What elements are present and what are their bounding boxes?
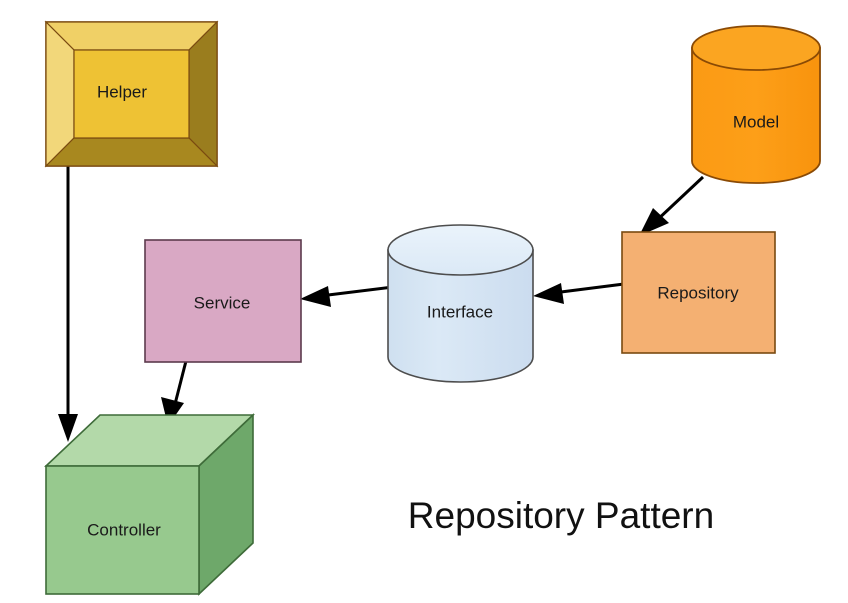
arrowhead-icon [300, 286, 331, 307]
arrowhead-icon [533, 283, 564, 304]
helper-bevel-bottom [44, 137, 219, 167]
edge-model-to-repository [639, 175, 705, 236]
node-helper[interactable]: Helper [44, 20, 219, 168]
edge-line [552, 282, 625, 295]
node-interface[interactable]: Interface [387, 224, 534, 383]
edge-line [319, 285, 394, 298]
repository-box [621, 231, 776, 354]
diagram-title: Repository Pattern [408, 495, 714, 536]
edges-layer [58, 166, 705, 442]
controller-label: Controller [87, 520, 161, 539]
controller-cube-front [45, 465, 200, 595]
helper-bevel-top [44, 21, 219, 51]
service-box [144, 239, 302, 363]
edge-line [172, 360, 188, 409]
arrowhead-icon [58, 414, 78, 442]
edge-helper-to-controller [58, 166, 78, 442]
service-label: Service [194, 293, 251, 312]
model-cylinder-body [691, 47, 821, 184]
repository-label: Repository [657, 283, 739, 302]
arrowhead-icon [639, 208, 669, 236]
edge-repository-to-interface [533, 282, 625, 304]
helper-face [73, 49, 190, 139]
node-model[interactable]: Model [691, 25, 821, 184]
helper-label: Helper [97, 82, 147, 101]
node-controller[interactable]: Controller [43, 413, 256, 596]
edge-line [653, 175, 705, 224]
model-cylinder-top [691, 25, 821, 71]
node-service[interactable]: Service [144, 239, 302, 363]
node-repository[interactable]: Repository [621, 231, 776, 354]
interface-cylinder-body [387, 249, 534, 383]
interface-label: Interface [427, 302, 493, 321]
interface-cylinder-top [387, 224, 534, 276]
model-label: Model [733, 112, 779, 131]
edge-interface-to-service [300, 285, 394, 307]
